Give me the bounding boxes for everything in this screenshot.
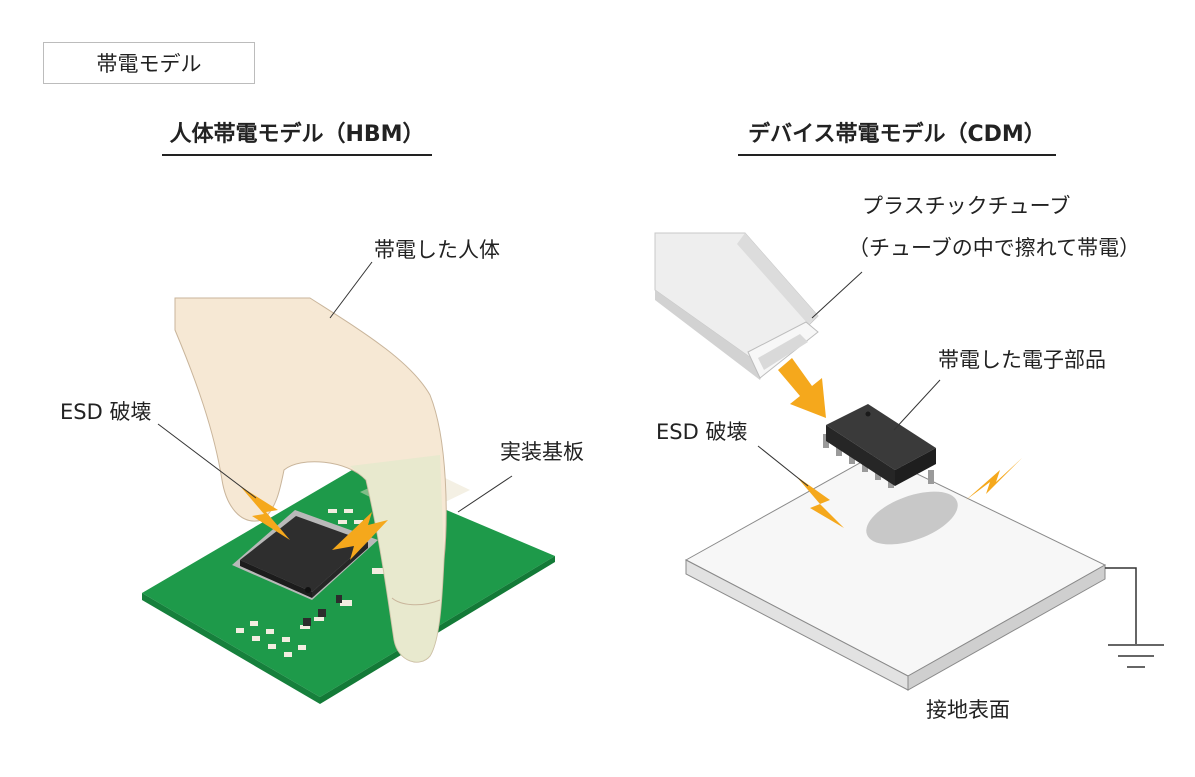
hbm-spark-left: [240, 486, 290, 540]
leader-body: [329, 261, 373, 319]
pcb-board: [142, 470, 555, 704]
label-pcb: 実装基板: [500, 440, 584, 464]
model-tag: 帯電モデル: [43, 42, 255, 84]
label-plastic-tube: プラスチックチューブ: [862, 194, 1071, 218]
label-tube-note: （チューブの中で擦れて帯電）: [848, 236, 1141, 260]
leader-esd-cdm: [757, 445, 809, 487]
dip-component: [823, 404, 936, 488]
ground-plate: [684, 453, 1107, 691]
finger-shape: [174, 297, 447, 663]
qfp-chip: [232, 510, 378, 600]
cdm-title: デバイス帯電モデル（CDM）: [748, 122, 1046, 147]
hbm-spark-right: [332, 512, 388, 560]
label-charged-component: 帯電した電子部品: [938, 348, 1106, 372]
cdm-title-rule: [738, 154, 1056, 156]
drop-arrow: [778, 358, 826, 418]
label-ground-surface: 接地表面: [926, 698, 1010, 722]
cdm-spark-left: [796, 476, 844, 528]
label-esd-damage-hbm: ESD 破壊: [60, 400, 152, 424]
component-shadow: [866, 491, 958, 545]
ground-symbol: [1105, 567, 1164, 668]
cdm-spark-right: [966, 458, 1022, 500]
hbm-title: 人体帯電モデル（HBM）: [169, 122, 425, 147]
label-charged-body: 帯電した人体: [374, 238, 500, 262]
leader-tube: [811, 271, 863, 319]
plastic-tube: [654, 232, 819, 380]
leader-esd-hbm: [157, 423, 257, 499]
hbm-title-rule: [162, 154, 432, 156]
leader-component: [893, 379, 941, 431]
label-esd-damage-cdm: ESD 破壊: [656, 420, 748, 444]
leader-board: [457, 475, 513, 513]
